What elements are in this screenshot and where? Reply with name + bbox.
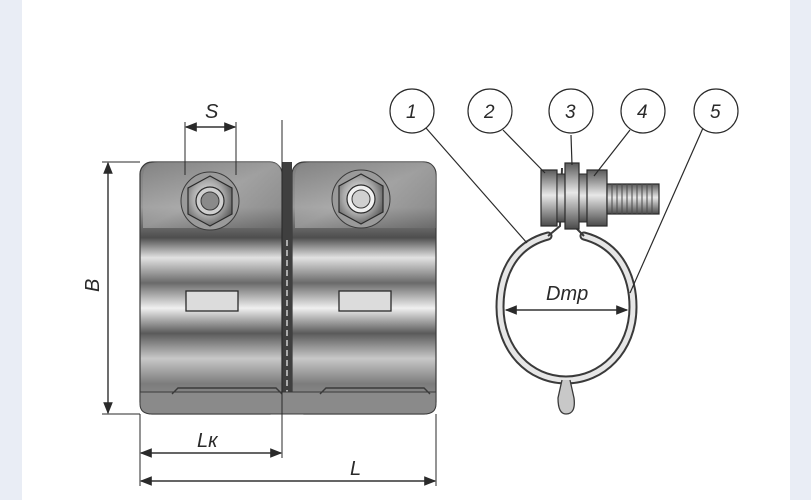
svg-text:5: 5	[710, 102, 721, 123]
right-side-band	[790, 0, 811, 500]
dimension-l: L	[139, 414, 437, 486]
label-s: S	[205, 101, 219, 123]
label-b: B	[82, 279, 104, 292]
dimension-lk: Lк	[139, 120, 283, 486]
clamp-end-view: Dmp	[495, 162, 660, 415]
callout-3: 3	[548, 88, 594, 134]
label-lk: Lк	[197, 430, 219, 452]
callout-2: 2	[467, 88, 513, 134]
dimension-b: B	[82, 161, 140, 415]
threaded-bolt	[606, 183, 660, 215]
label-dmp: Dmp	[546, 283, 588, 305]
svg-text:3: 3	[565, 102, 576, 123]
bolt-left	[180, 171, 240, 231]
callouts: 1 2 3 4 5	[389, 88, 739, 294]
left-side-band	[0, 0, 22, 500]
callout-4: 4	[620, 88, 666, 134]
label-l: L	[350, 458, 361, 480]
slot-right	[338, 290, 392, 312]
callout-1: 1	[389, 88, 435, 134]
svg-text:4: 4	[637, 102, 648, 123]
coupling-front-view	[139, 161, 437, 415]
svg-text:2: 2	[483, 102, 495, 123]
svg-text:1: 1	[406, 102, 417, 123]
bolt-right	[331, 169, 391, 229]
slot-left	[185, 290, 239, 312]
callout-5: 5	[693, 88, 739, 134]
dimension-s: S	[184, 101, 237, 175]
